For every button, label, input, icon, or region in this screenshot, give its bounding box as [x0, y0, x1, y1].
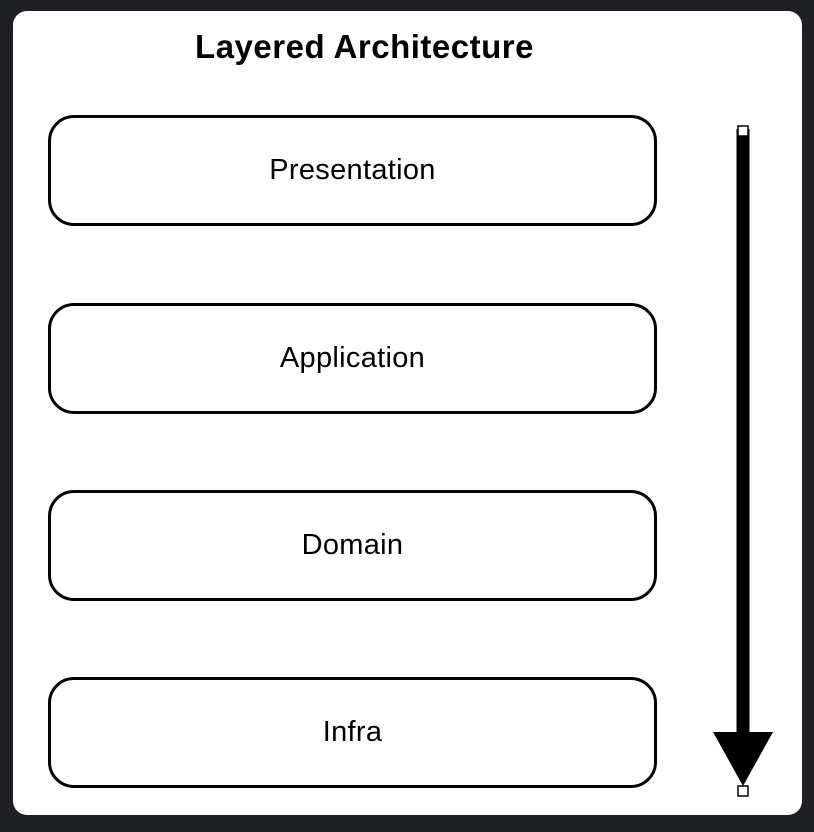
layer-label-domain: Domain — [301, 529, 404, 561]
layer-box-domain[interactable]: Domain — [48, 490, 657, 601]
down-arrow-shape[interactable] — [713, 129, 773, 786]
arrowhead-icon — [713, 732, 773, 786]
down-arrow[interactable] — [705, 120, 785, 805]
layer-box-application[interactable]: Application — [48, 303, 657, 414]
arrow-shaft[interactable] — [736, 129, 750, 735]
layer-label-infra: Infra — [322, 716, 383, 748]
arrow-endpoint-handle-top[interactable] — [737, 125, 749, 137]
arrow-endpoint-handle-bottom[interactable] — [737, 785, 749, 797]
diagram-title: Layered Architecture — [195, 28, 534, 65]
layer-label-application: Application — [279, 342, 426, 374]
layer-box-presentation[interactable]: Presentation — [48, 115, 657, 226]
layer-box-infra[interactable]: Infra — [48, 677, 657, 788]
layer-label-presentation: Presentation — [269, 154, 436, 186]
